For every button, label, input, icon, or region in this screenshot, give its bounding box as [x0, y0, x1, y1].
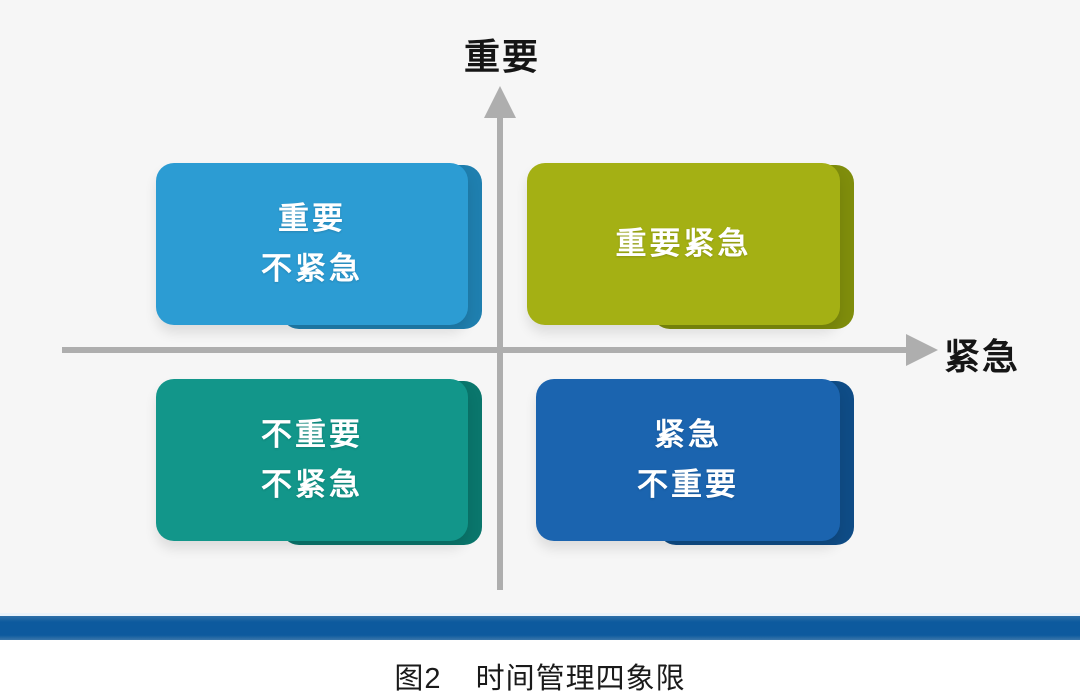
footer-divider-bar	[0, 613, 1080, 640]
quadrant-face: 紧急 不重要	[536, 379, 840, 541]
x-axis-line	[62, 347, 908, 353]
quadrant-label-line: 不紧急	[261, 467, 363, 502]
quadrant-face: 重要紧急	[527, 163, 840, 325]
x-axis-arrow-icon	[906, 334, 938, 366]
figure-caption: 图2 时间管理四象限	[0, 655, 1080, 697]
figure-caption-number: 图2	[394, 663, 442, 695]
quadrant-label-line: 不重要	[261, 416, 363, 452]
x-axis-label: 紧急	[944, 336, 1021, 377]
quadrant-important-not-urgent: 重要 不紧急	[156, 163, 482, 329]
y-axis-label: 重要	[463, 36, 540, 77]
quadrant-label-line: 不紧急	[261, 251, 363, 286]
quadrant-important-urgent: 重要紧急	[527, 163, 854, 329]
quadrant-urgent-not-important: 紧急 不重要	[536, 379, 854, 545]
quadrant-face: 重要 不紧急	[156, 163, 468, 325]
quadrant-face: 不重要 不紧急	[156, 379, 468, 541]
quadrant-label-line: 重要	[278, 200, 346, 236]
quadrant-not-important-not-urgent: 不重要 不紧急	[156, 379, 482, 545]
footer-background	[0, 640, 1080, 699]
quadrant-label-line: 紧急	[654, 416, 722, 452]
quadrant-label-line: 重要紧急	[615, 225, 752, 261]
quadrant-label-line: 不重要	[637, 467, 739, 502]
y-axis-arrow-icon	[484, 86, 516, 118]
figure-caption-title: 时间管理四象限	[475, 663, 686, 695]
